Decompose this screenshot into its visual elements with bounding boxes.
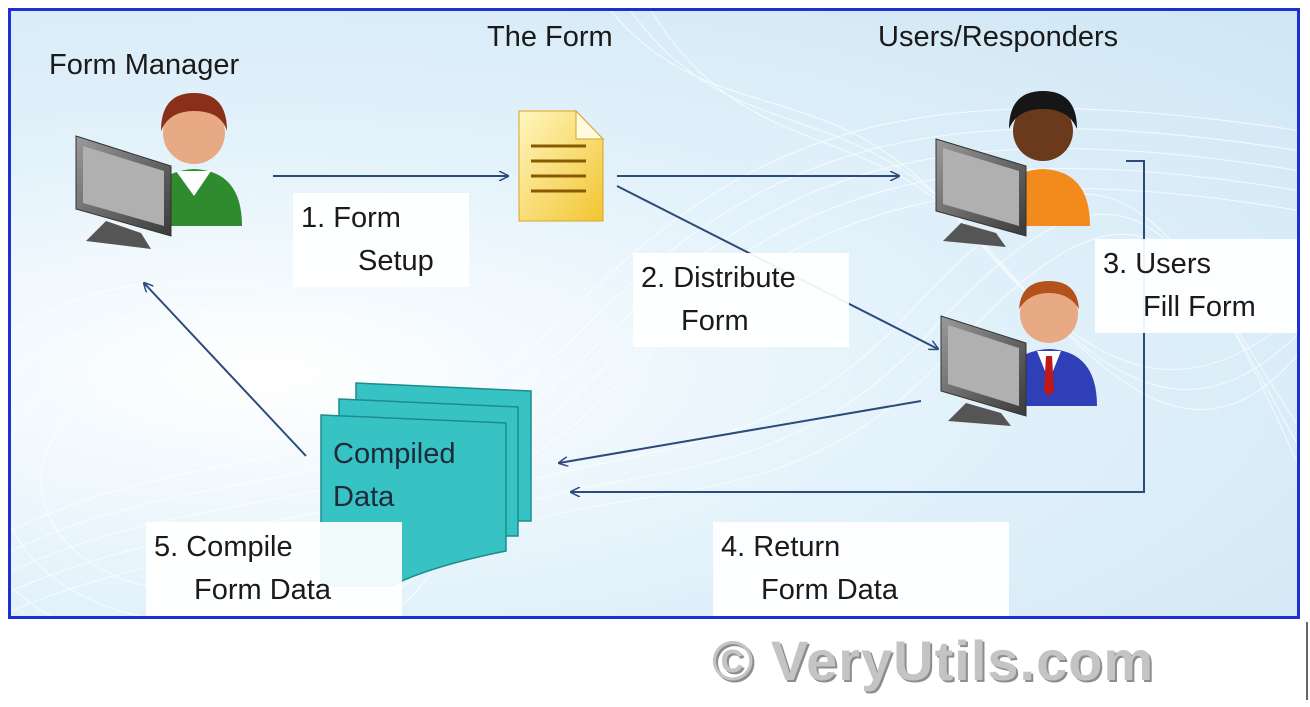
watermark: © VeryUtils.com	[712, 629, 1155, 692]
step-4-note: 4. Return Form Data	[713, 522, 1009, 616]
step-2-line2: Form	[681, 305, 749, 337]
arrow-data-to-manager	[144, 283, 307, 457]
step-5-note: 5. Compile Form Data	[146, 522, 402, 616]
responder1-icon	[935, 91, 1090, 247]
users-responders-label: Users/Responders	[878, 21, 1119, 53]
step-2-line1: 2. Distribute	[641, 262, 796, 294]
compiled-data-label: Compiled Data	[333, 433, 456, 519]
step-4-line2: Form Data	[761, 574, 898, 606]
document-icon	[518, 109, 605, 222]
background-pattern	[11, 11, 1297, 616]
compiled-data-line1: Compiled	[333, 438, 456, 470]
edge-line	[1306, 622, 1308, 700]
compiled-data-line2: Data	[333, 481, 395, 513]
diagram-frame: Form Manager The Form Users/Responders C…	[8, 8, 1300, 619]
step-5-line2: Form Data	[194, 574, 331, 606]
step-1-line1: 1. Form	[301, 202, 401, 234]
step-3-line2: Fill Form	[1143, 291, 1256, 323]
step-3-note: 3. Users Fill Form	[1095, 239, 1297, 333]
step-5-line1: 5. Compile	[154, 531, 293, 563]
step-1-note: 1. Form Setup	[293, 193, 469, 287]
step-2-note: 2. Distribute Form	[633, 253, 849, 347]
step-3-line1: 3. Users	[1103, 248, 1211, 280]
the-form-label: The Form	[487, 21, 613, 53]
arrow-responder2-to-data	[559, 400, 922, 463]
step-4-line1: 4. Return	[721, 531, 841, 563]
form-manager-label: Form Manager	[49, 49, 240, 81]
responder2-icon	[940, 281, 1097, 426]
step-1-line2: Setup	[358, 245, 434, 277]
form-manager-icon	[75, 93, 242, 249]
